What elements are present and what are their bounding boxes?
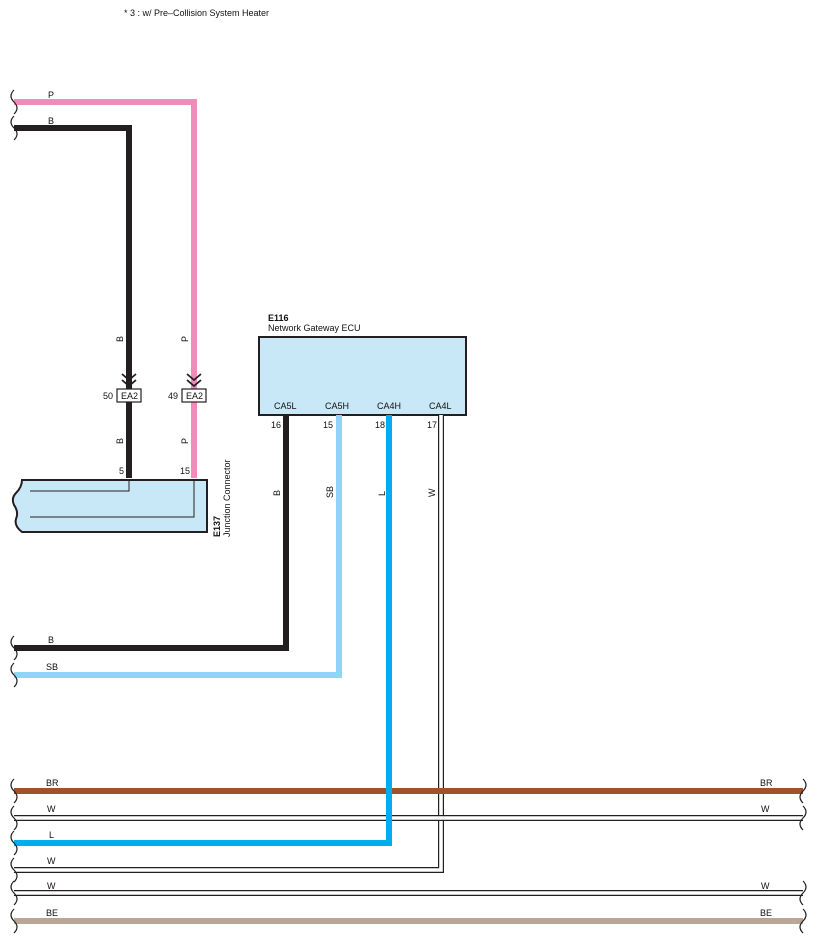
wire-p-pink [14, 99, 197, 478]
wire-label-p-vert: P [180, 438, 190, 444]
junction-pin: 5 [119, 466, 124, 476]
wire-label-b: B [48, 635, 54, 645]
junction-internal-line [30, 480, 130, 492]
ecu-pin-name: CA5L [274, 401, 297, 411]
wire-label-b-vert: B [115, 438, 125, 444]
connector-arrow [121, 373, 137, 388]
junction-pin: 15 [180, 466, 190, 476]
break-mark [799, 805, 807, 831]
connector-arrow [186, 373, 202, 388]
junction-connector-box [11, 479, 208, 533]
break-mark [10, 778, 18, 804]
wire-label-p-vert: P [180, 336, 190, 342]
ecu-name: Network Gateway ECU [268, 323, 361, 333]
break-mark [10, 662, 18, 688]
wire-ca4h-blue [14, 415, 392, 846]
wire-label-b-vert: B [115, 336, 125, 342]
wire-label-w: W [47, 881, 56, 891]
ecu-pin-number: 18 [375, 420, 385, 430]
ecu-pin-number: 15 [323, 420, 333, 430]
break-mark [10, 805, 18, 831]
break-mark [10, 880, 18, 906]
wire-label-w: W [47, 856, 56, 866]
connector-ea2-code: EA2 [121, 391, 138, 401]
wire-label-w: W [761, 804, 770, 814]
wire-b-black-top [14, 125, 132, 478]
junction-code: E137 [212, 516, 222, 537]
wire-label-l-vert: L [377, 491, 387, 496]
break-mark [799, 880, 807, 906]
wire-label-be: BE [760, 908, 772, 918]
break-mark [799, 908, 807, 934]
wire-label-sb: SB [46, 662, 58, 672]
ecu-code: E116 [268, 313, 289, 323]
ecu-pin-number: 17 [427, 420, 437, 430]
wire-label-sb-vert: SB [325, 486, 335, 498]
break-mark [10, 908, 18, 934]
connector-ea2-pin: 49 [168, 391, 178, 401]
break-mark [10, 89, 18, 115]
wire-label-p: P [48, 90, 54, 100]
connector-ea2-box [181, 388, 207, 403]
footnote: * 3 : w/ Pre–Collision System Heater [124, 8, 269, 18]
wire-label-br: BR [46, 778, 59, 788]
wire-ca5l-black [14, 415, 289, 651]
wire-label-l: L [49, 830, 54, 840]
junction-internal-line [30, 480, 195, 518]
break-mark [10, 115, 18, 141]
wire-label-b: B [48, 116, 54, 126]
ecu-pin-name: CA4H [377, 401, 401, 411]
connector-ea2-pin: 50 [103, 391, 113, 401]
wire-label-w: W [47, 804, 56, 814]
break-mark [799, 778, 807, 804]
wire-label-b-vert: B [272, 490, 282, 496]
wire-label-w-vert: W [427, 488, 437, 497]
junction-name: Junction Connector [222, 459, 232, 537]
break-mark [10, 635, 18, 661]
wire-label-w: W [761, 881, 770, 891]
connector-ea2-code: EA2 [186, 391, 203, 401]
wire-ca5h-skyblue [14, 415, 342, 678]
ecu-pin-number: 16 [271, 420, 281, 430]
wire-label-be: BE [46, 908, 58, 918]
wire-ca4l-white-fill [14, 415, 443, 872]
wire-label-br: BR [760, 778, 773, 788]
ecu-box [258, 336, 467, 416]
break-mark [10, 830, 18, 856]
connector-ea2-box [116, 388, 142, 403]
ecu-pin-name: CA5H [325, 401, 349, 411]
break-mark [10, 857, 18, 883]
ecu-pin-name: CA4L [429, 401, 452, 411]
